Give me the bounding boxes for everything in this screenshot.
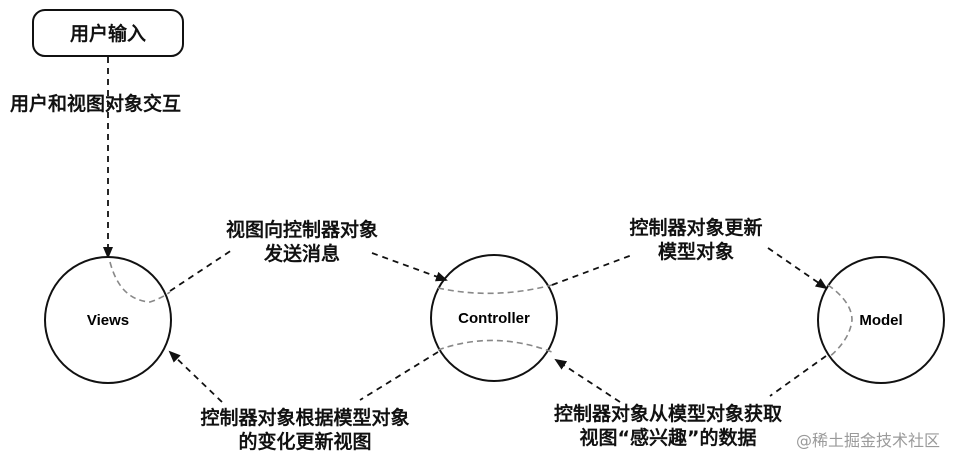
controller-label: Controller bbox=[458, 310, 530, 327]
controller-to-model-label-2: 模型对象 bbox=[658, 240, 734, 263]
model-to-controller-label-1: 控制器对象从模型对象获取 bbox=[554, 402, 782, 425]
controller-inner-curve-bottom bbox=[437, 339, 553, 353]
views-label: Views bbox=[87, 312, 129, 329]
user-input-box bbox=[32, 9, 184, 57]
controller-to-model-arrow bbox=[767, 247, 828, 290]
views-node bbox=[44, 256, 172, 384]
views-to-controller-label-2: 发送消息 bbox=[263, 242, 340, 265]
model-label: Model bbox=[859, 312, 902, 329]
model-to-controller-line bbox=[769, 355, 827, 397]
model-to-controller-arrow bbox=[554, 358, 621, 403]
controller-to-model-line bbox=[551, 254, 633, 286]
controller-to-model-label-1: 控制器对象更新 bbox=[629, 216, 762, 239]
views-to-controller-arrow bbox=[371, 252, 448, 282]
watermark: @稀土掘金技术社区 bbox=[796, 431, 940, 450]
model-inner-curve bbox=[827, 284, 853, 359]
controller-to-views-arrow bbox=[168, 350, 223, 403]
model-node bbox=[817, 256, 945, 384]
views-to-controller-line bbox=[169, 249, 233, 292]
views-to-controller-label-1: 视图向控制器对象 bbox=[226, 218, 378, 241]
controller-node bbox=[430, 254, 558, 382]
views-inner-curve bbox=[109, 261, 171, 303]
controller-inner-curve-top bbox=[437, 284, 553, 295]
controller-to-views-line bbox=[359, 351, 439, 401]
user-views-interaction-label: 用户和视图对象交互 bbox=[10, 92, 181, 115]
model-to-controller-label-2: 视图“感兴趣”的数据 bbox=[580, 426, 757, 449]
controller-to-views-label-2: 的变化更新视图 bbox=[238, 430, 371, 453]
user-input-label: 用户输入 bbox=[70, 22, 146, 45]
controller-to-views-label-1: 控制器对象根据模型对象 bbox=[200, 406, 409, 429]
